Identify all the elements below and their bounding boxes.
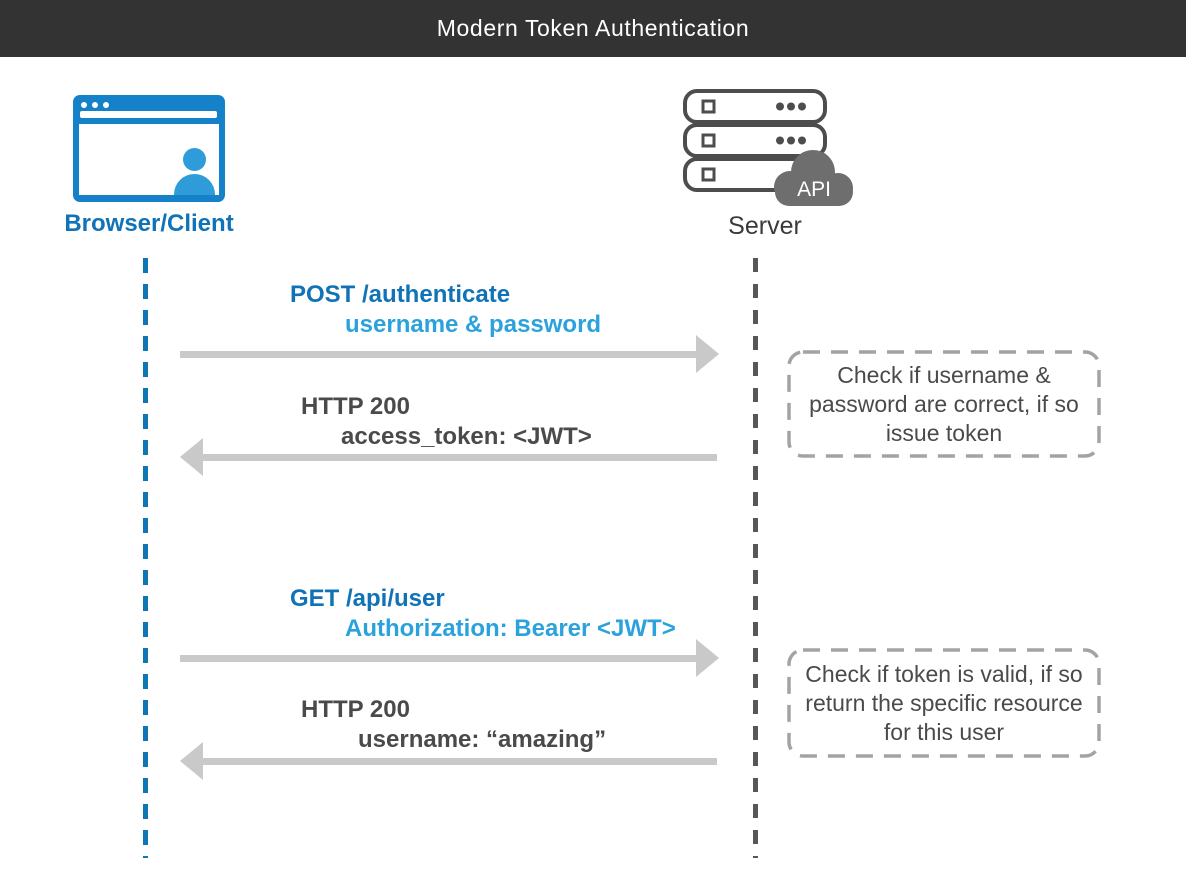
response-arrow-shaft — [202, 758, 717, 765]
message-line2: username: “amazing” — [358, 726, 607, 753]
response-arrow-head-icon — [180, 438, 203, 476]
server-label: Server — [728, 212, 802, 240]
note-text: Check if username & password are correct… — [809, 361, 1079, 446]
server-icon: API — [683, 89, 853, 206]
address-bar-icon — [80, 111, 217, 118]
response-arrow-shaft — [202, 454, 717, 461]
message-get-api-user: GET /api/user Authorization: Bearer <JWT… — [290, 584, 676, 644]
request-arrow-shaft — [180, 655, 697, 662]
note-text: Check if token is valid, if so return th… — [805, 660, 1083, 745]
server-lifeline — [753, 258, 758, 858]
window-dot-icon — [103, 102, 109, 108]
message-token-response: HTTP 200 access_token: <JWT> — [301, 392, 592, 452]
api-badge: API — [797, 178, 831, 201]
dashed-border-icon — [787, 648, 1101, 758]
server-note-check-token: Check if token is valid, if so return th… — [787, 648, 1101, 758]
title-bar: Modern Token Authentication — [0, 0, 1186, 57]
drive-led-icon — [701, 99, 716, 182]
request-arrow-head-icon — [696, 335, 719, 373]
user-icon — [183, 148, 206, 171]
request-arrow-shaft — [180, 351, 697, 358]
user-icon — [174, 174, 215, 195]
dashed-border-icon — [787, 350, 1101, 458]
message-line1: GET /api/user — [290, 585, 445, 612]
diagram-title: Modern Token Authentication — [436, 15, 750, 41]
message-line2: username & password — [345, 311, 602, 338]
browser-viewport — [79, 124, 219, 195]
message-line2: Authorization: Bearer <JWT> — [345, 615, 676, 642]
client-label: Browser/Client — [64, 210, 234, 237]
browser-icon — [73, 95, 225, 202]
message-line1: HTTP 200 — [301, 696, 410, 723]
window-dot-icon — [92, 102, 98, 108]
request-arrow-head-icon — [696, 639, 719, 677]
vent-dots-icon — [776, 102, 806, 145]
response-arrow-head-icon — [180, 742, 203, 780]
client-lifeline — [143, 258, 148, 858]
server-note-check-credentials: Check if username & password are correct… — [787, 350, 1101, 458]
api-cloud-icon: API — [774, 150, 853, 206]
message-post-authenticate: POST /authenticate username & password — [290, 280, 601, 340]
window-dot-icon — [81, 102, 87, 108]
message-line1: POST /authenticate — [290, 281, 511, 308]
message-user-response: HTTP 200 username: “amazing” — [301, 695, 606, 755]
message-line2: access_token: <JWT> — [341, 423, 592, 450]
message-line1: HTTP 200 — [301, 393, 410, 420]
